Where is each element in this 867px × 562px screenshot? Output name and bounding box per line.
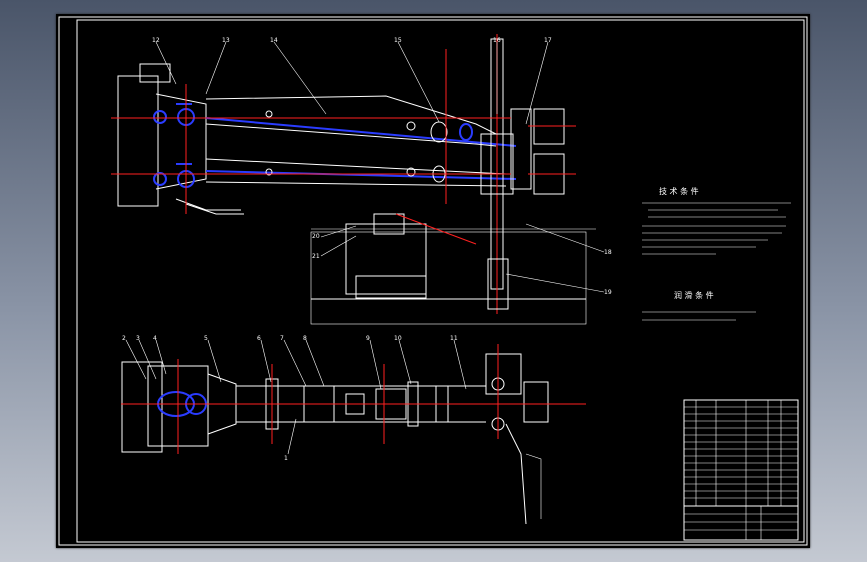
part-labels: 12 13 14 15 16 17 18 19 20 21 1 2 3 4 5 … (122, 37, 612, 462)
lubrication-title: 润 滑 条 件 (674, 290, 714, 300)
part-number-12: 12 (152, 37, 160, 44)
part-number-21: 21 (312, 253, 320, 260)
part-number-5: 5 (204, 335, 208, 342)
part-number-19: 19 (604, 289, 612, 296)
lower-leaders (125, 339, 467, 455)
lubrication-requirements: 润 滑 条 件 (642, 290, 756, 321)
part-number-16: 16 (493, 37, 501, 44)
upper-view (111, 34, 596, 325)
lower-view (121, 344, 586, 525)
part-number-2: 2 (122, 335, 126, 342)
part-number-9: 9 (366, 335, 370, 342)
part-number-14: 14 (270, 37, 278, 44)
part-number-13: 13 (222, 37, 230, 44)
outer-border (58, 16, 808, 546)
technical-requirements-title: 技 术 条 件 (659, 186, 699, 196)
part-number-6: 6 (257, 335, 261, 342)
part-number-8: 8 (303, 335, 307, 342)
part-number-17: 17 (544, 37, 552, 44)
parts-list-table (683, 399, 799, 541)
upper-leaders (155, 41, 605, 293)
part-number-20: 20 (312, 233, 320, 240)
technical-requirements: 技 术 条 件 (642, 186, 791, 255)
part-number-18: 18 (604, 249, 612, 256)
part-number-4: 4 (153, 335, 157, 342)
drawing-sheet: 12 13 14 15 16 17 18 19 20 21 1 2 3 4 5 … (56, 14, 810, 548)
assembly-drawing: 12 13 14 15 16 17 18 19 20 21 1 2 3 4 5 … (58, 16, 808, 546)
inner-border (76, 19, 805, 543)
part-number-7: 7 (280, 335, 284, 342)
part-number-3: 3 (136, 335, 140, 342)
part-number-15: 15 (394, 37, 402, 44)
part-number-11: 11 (450, 335, 458, 342)
part-number-1: 1 (284, 455, 288, 462)
part-number-10: 10 (394, 335, 402, 342)
